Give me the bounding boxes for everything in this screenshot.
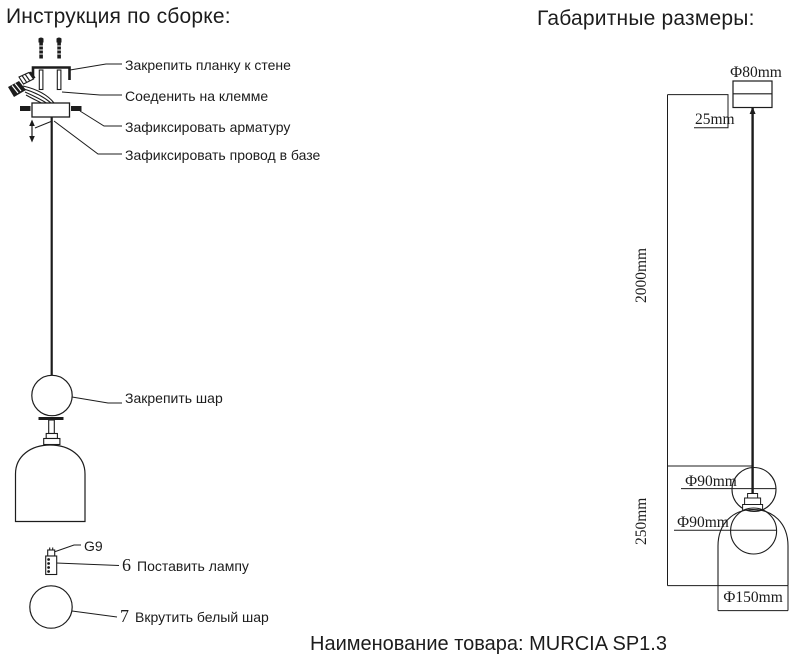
white-ball: [29, 585, 73, 629]
adjust-arrow: [29, 119, 52, 143]
product-name: Наименование товара: MURCIA SP1.3: [310, 633, 667, 655]
step-label-fix-bracket: Закрепить планку к стене: [125, 57, 291, 73]
connecting-wires: [22, 85, 55, 106]
step-label-fix-fitting: Зафиксировать арматуру: [125, 119, 291, 135]
upper-glass-ball: [31, 374, 73, 417]
assembly-title: Инструкция по сборке:: [6, 5, 231, 28]
step-6: 6 Поставить лампу: [122, 555, 249, 576]
dimensions-title: Габаритные размеры:: [537, 7, 755, 30]
dim-canopy-diameter: Ф80mm: [730, 64, 782, 81]
step-label-insert-bulb: Поставить лампу: [137, 558, 249, 574]
step-label-connect-terminal: Соеденить на клемме: [125, 88, 269, 104]
leader-lines: [53, 63, 122, 618]
upper-ball-drawing: [731, 466, 777, 513]
terminal-block: [18, 71, 36, 85]
assembly-diagram: [8, 37, 122, 629]
step-6-number: 6: [122, 555, 131, 575]
dim-shade-diameter: Ф150mm: [723, 589, 783, 606]
wall-bracket: [31, 66, 71, 80]
bracket-pins: [38, 69, 62, 91]
lamp-shade: [14, 444, 86, 523]
ball-fitting: [38, 417, 64, 446]
step-label-screw-white-ball: Вкрутить белый шар: [135, 609, 269, 625]
step-label-fix-ball: Закрепить шар: [125, 390, 223, 406]
dim-suspension-length: 2000mm: [633, 247, 650, 303]
shade-drawing: [717, 508, 789, 586]
bulb-type-label: G9: [84, 538, 103, 554]
dim-upper-ball-diameter: Ф90mm: [685, 473, 737, 490]
step-7-number: 7: [120, 606, 129, 626]
dim-lower-ball-diameter: Ф90mm: [677, 514, 729, 531]
ceiling-base: [20, 102, 82, 118]
dimensions-diagram: [667, 80, 789, 612]
g9-bulb-icon: [45, 547, 58, 576]
step-label-fix-wire-base: Зафиксировать провод в базе: [125, 147, 321, 163]
lower-ball-drawing: [730, 507, 778, 555]
dim-fixture-height: 250mm: [633, 497, 650, 545]
dim-canopy-step: [667, 94, 729, 129]
cord-top-arrow: [749, 107, 756, 114]
step-7: 7 Вкрутить белый шар: [120, 606, 269, 627]
dim-shade-box: [667, 585, 789, 612]
socket-drawing: [742, 493, 764, 511]
power-plug: [8, 81, 26, 97]
dim-canopy-height: 25mm: [695, 111, 735, 128]
mounting-screws: [38, 37, 62, 59]
canopy-drawing: [732, 80, 773, 109]
